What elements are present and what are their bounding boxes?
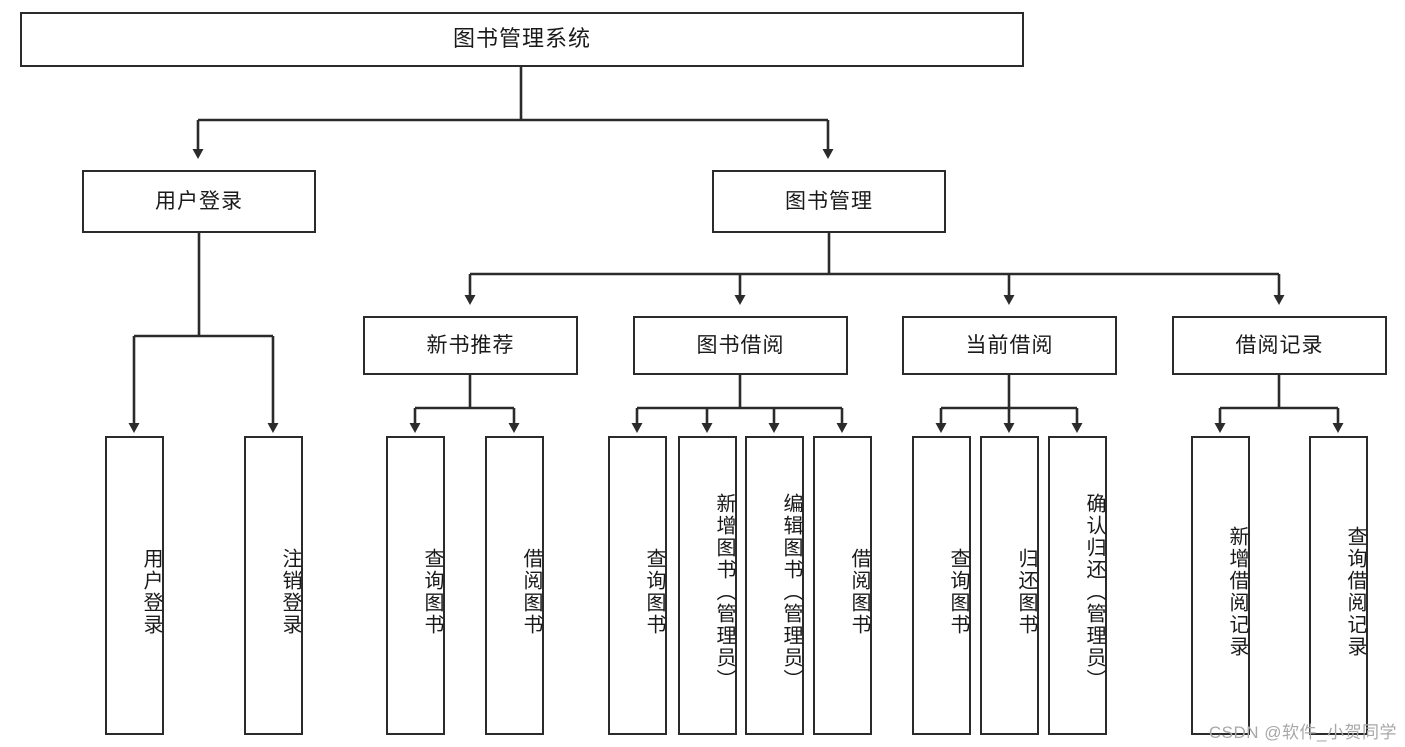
node-book-borrow[interactable]: 图书借阅 bbox=[633, 316, 848, 375]
leaf-label: 查询图书 bbox=[643, 547, 665, 636]
leaf-record-add[interactable]: 新增借阅记录 bbox=[1191, 436, 1250, 735]
leaf-borrow-borrow-book[interactable]: 借阅图书 bbox=[813, 436, 872, 735]
node-user-login-label: 用户登录 bbox=[155, 189, 243, 213]
node-borrow-record[interactable]: 借阅记录 bbox=[1172, 316, 1387, 375]
node-new-book-recommend-label: 新书推荐 bbox=[426, 333, 515, 357]
leaf-label: 编辑图书（管理员） bbox=[780, 492, 802, 691]
leaf-label: 查询图书 bbox=[421, 547, 443, 636]
leaf-borrow-query-book[interactable]: 查询图书 bbox=[608, 436, 667, 735]
leaf-label: 归还图书 bbox=[1015, 547, 1037, 636]
node-root-label: 图书管理系统 bbox=[452, 26, 591, 52]
leaf-label: 确认归还（管理员） bbox=[1083, 492, 1105, 691]
leaf-borrow-add-book[interactable]: 新增图书（管理员） bbox=[678, 436, 737, 735]
leaf-current-query-book[interactable]: 查询图书 bbox=[912, 436, 971, 735]
leaf-new-book-query[interactable]: 查询图书 bbox=[386, 436, 445, 735]
leaf-label: 新增借阅记录 bbox=[1226, 525, 1248, 658]
node-new-book-recommend[interactable]: 新书推荐 bbox=[363, 316, 578, 375]
node-borrow-record-label: 借阅记录 bbox=[1235, 333, 1324, 357]
node-current-borrow[interactable]: 当前借阅 bbox=[902, 316, 1117, 375]
leaf-label: 注销登录 bbox=[279, 547, 301, 636]
leaf-user-login-login[interactable]: 用户登录 bbox=[105, 436, 164, 735]
leaf-label: 查询图书 bbox=[947, 547, 969, 636]
leaf-record-query[interactable]: 查询借阅记录 bbox=[1309, 436, 1368, 735]
node-root[interactable]: 图书管理系统 bbox=[20, 12, 1024, 67]
leaf-label: 借阅图书 bbox=[520, 547, 542, 636]
leaf-label: 用户登录 bbox=[140, 547, 162, 636]
leaf-new-book-borrow[interactable]: 借阅图书 bbox=[485, 436, 544, 735]
leaf-current-confirm-return[interactable]: 确认归还（管理员） bbox=[1048, 436, 1107, 735]
node-user-login[interactable]: 用户登录 bbox=[82, 170, 316, 233]
node-book-management-label: 图书管理 bbox=[785, 189, 873, 213]
leaf-label: 新增图书（管理员） bbox=[713, 492, 735, 691]
node-book-borrow-label: 图书借阅 bbox=[696, 333, 785, 357]
leaf-current-return-book[interactable]: 归还图书 bbox=[980, 436, 1039, 735]
node-book-management[interactable]: 图书管理 bbox=[712, 170, 946, 233]
leaf-label: 借阅图书 bbox=[848, 547, 870, 636]
node-current-borrow-label: 当前借阅 bbox=[965, 333, 1054, 357]
csdn-watermark: CSDN @软件_小贺同学 bbox=[1208, 723, 1397, 742]
leaf-label: 查询借阅记录 bbox=[1344, 525, 1366, 658]
leaf-user-login-logout[interactable]: 注销登录 bbox=[244, 436, 303, 735]
leaf-borrow-edit-book[interactable]: 编辑图书（管理员） bbox=[745, 436, 804, 735]
